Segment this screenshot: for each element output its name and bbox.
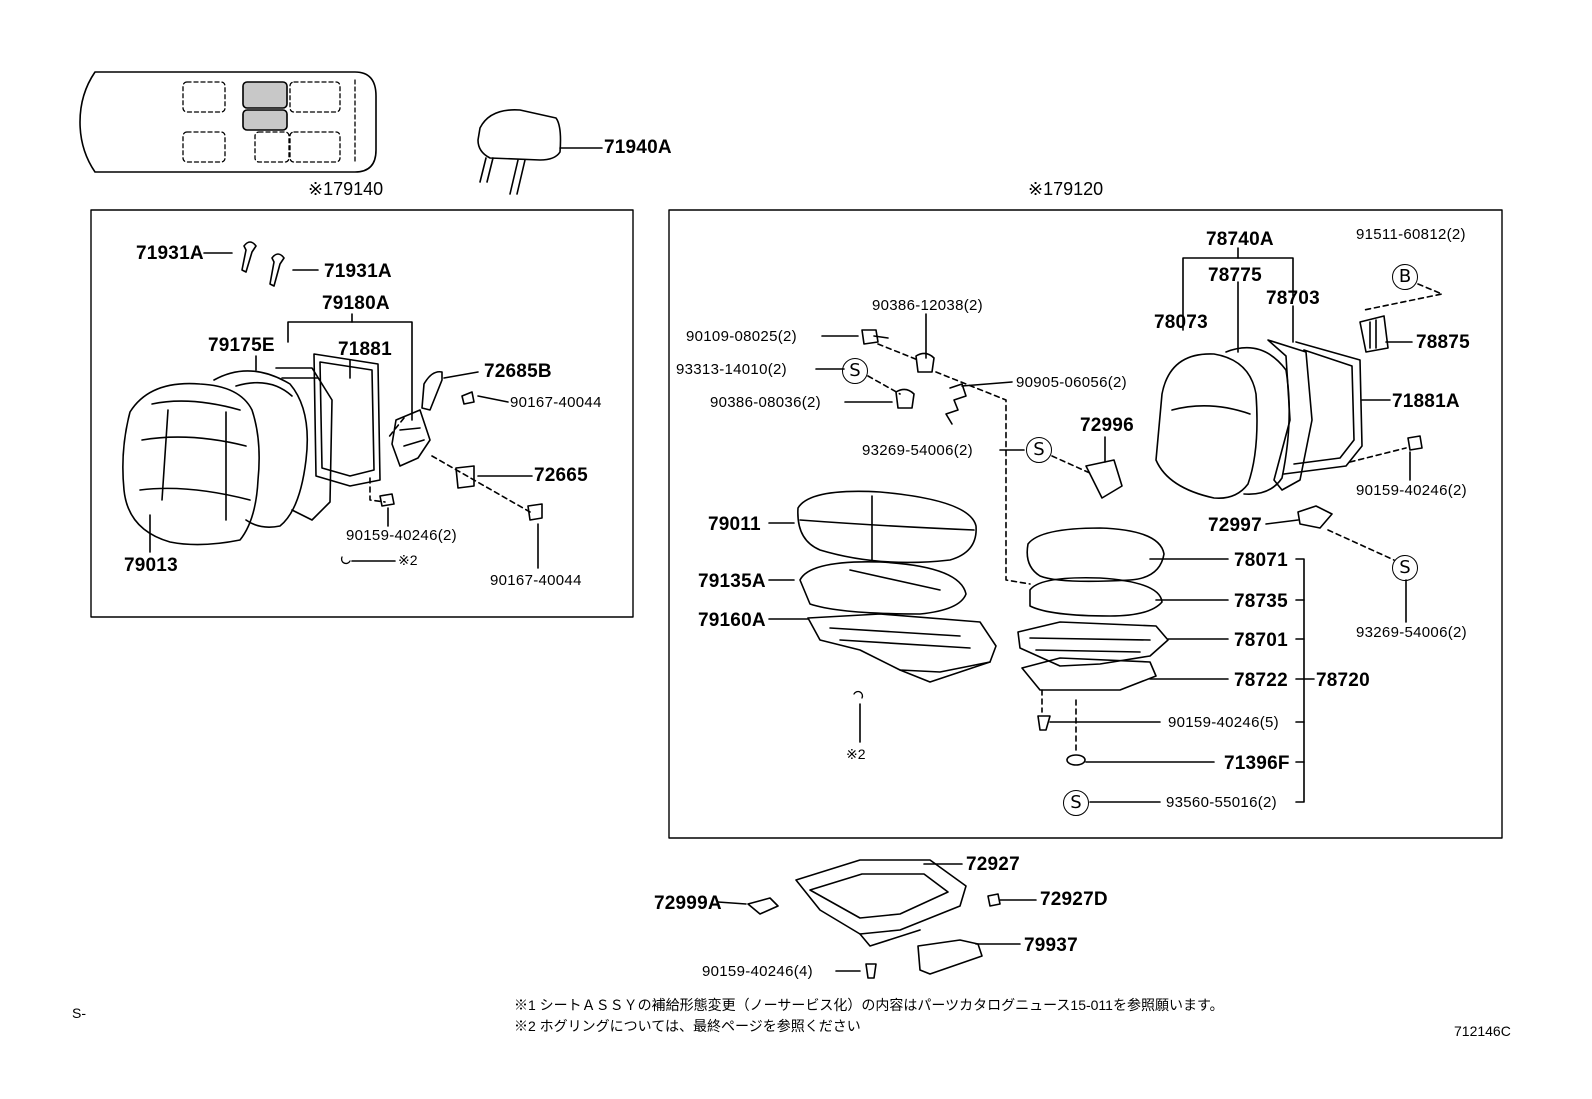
part-label-90159-40246-2-left[interactable]: 90159-40246(2) [346, 527, 457, 544]
part-label-71931a-1[interactable]: 71931A [136, 243, 204, 264]
part-label-72996[interactable]: 72996 [1080, 415, 1134, 436]
part-label-79011[interactable]: 79011 [708, 514, 761, 535]
part-label-78073[interactable]: 78073 [1154, 312, 1208, 333]
left-seatback-drawing [122, 241, 543, 569]
right-assembly-box [668, 209, 1503, 839]
diagram-id: 712146C [1454, 1023, 1511, 1039]
part-label-79180a[interactable]: 79180A [322, 293, 390, 314]
part-label-93313-14010[interactable]: 93313-14010(2) [676, 361, 787, 378]
part-label-79175e[interactable]: 79175E [208, 335, 275, 356]
part-label-71931a-2[interactable]: 71931A [324, 261, 392, 282]
part-label-78071[interactable]: 78071 [1234, 550, 1288, 571]
part-label-79160a[interactable]: 79160A [698, 610, 766, 631]
vehicle-locator [79, 71, 377, 173]
part-label-79013[interactable]: 79013 [124, 555, 178, 576]
footer-note-1: ※1 シートＡＳＳＹの補給形態変更（ノーサービス化）の内容はパーツカタログニュー… [514, 997, 1224, 1013]
part-label-93269-54006-b[interactable]: 93269-54006(2) [1356, 624, 1467, 641]
part-label-71881a[interactable]: 71881A [1392, 391, 1460, 412]
part-label-71396f[interactable]: 71396F [1224, 753, 1290, 774]
part-label-78740a[interactable]: 78740A [1206, 229, 1274, 250]
part-label-90159-40246-2-right[interactable]: 90159-40246(2) [1356, 482, 1467, 499]
part-label-78775[interactable]: 78775 [1208, 265, 1262, 286]
part-label-90109-08025[interactable]: 90109-08025(2) [686, 328, 797, 345]
part-label-71940a[interactable]: 71940A [604, 137, 672, 158]
part-label-90905-06056[interactable]: 90905-06056(2) [1016, 374, 1127, 391]
left-assembly-code: ※179140 [308, 179, 384, 199]
hog-ring-ref-left: ※2 [398, 552, 418, 568]
right-assembly-code: ※179120 [1028, 179, 1104, 199]
part-label-90159-40246-4[interactable]: 90159-40246(4) [702, 963, 813, 980]
symbol-s-1: S [842, 358, 868, 384]
part-label-90167-40044-a[interactable]: 90167-40044 [510, 394, 602, 411]
part-label-72927[interactable]: 72927 [966, 854, 1020, 875]
part-label-93560-55016[interactable]: 93560-55016(2) [1166, 794, 1277, 811]
symbol-s-2: S [1026, 437, 1052, 463]
part-label-90386-12038[interactable]: 90386-12038(2) [872, 297, 983, 314]
part-label-78875[interactable]: 78875 [1416, 332, 1470, 353]
left-assembly-box [90, 209, 634, 618]
hog-ring-ref-right: ※2 [846, 746, 866, 762]
part-label-90159-40246-5[interactable]: 90159-40246(5) [1168, 714, 1279, 731]
part-label-78735[interactable]: 78735 [1234, 591, 1288, 612]
headrest-drawing [477, 109, 603, 195]
part-label-78703[interactable]: 78703 [1266, 288, 1320, 309]
part-label-78701[interactable]: 78701 [1234, 630, 1288, 651]
footer-left-code: S- [72, 1005, 86, 1021]
part-label-72997[interactable]: 72997 [1208, 515, 1262, 536]
symbol-b: B [1392, 264, 1418, 290]
part-label-90386-08036[interactable]: 90386-08036(2) [710, 394, 821, 411]
right-seat-drawing [768, 247, 1443, 803]
part-label-78722[interactable]: 78722 [1234, 670, 1288, 691]
part-label-79135a[interactable]: 79135A [698, 571, 766, 592]
part-label-93269-54006-a[interactable]: 93269-54006(2) [862, 442, 973, 459]
part-label-79937[interactable]: 79937 [1024, 935, 1078, 956]
footer-note-2: ※2 ホグリングについては、最終ページを参照ください [514, 1018, 861, 1034]
part-label-72927d[interactable]: 72927D [1040, 889, 1108, 910]
part-label-72999a[interactable]: 72999A [654, 893, 722, 914]
part-label-71881[interactable]: 71881 [338, 339, 392, 360]
part-label-90167-40044-b[interactable]: 90167-40044 [490, 572, 582, 589]
symbol-s-3: S [1392, 555, 1418, 581]
part-label-78720[interactable]: 78720 [1316, 670, 1370, 691]
bottom-tray-drawing [717, 859, 1037, 979]
part-label-72665[interactable]: 72665 [534, 465, 588, 486]
part-label-72685b[interactable]: 72685B [484, 361, 552, 382]
part-label-91511-60812[interactable]: 91511-60812(2) [1356, 226, 1466, 243]
symbol-s-4: S [1063, 790, 1089, 816]
